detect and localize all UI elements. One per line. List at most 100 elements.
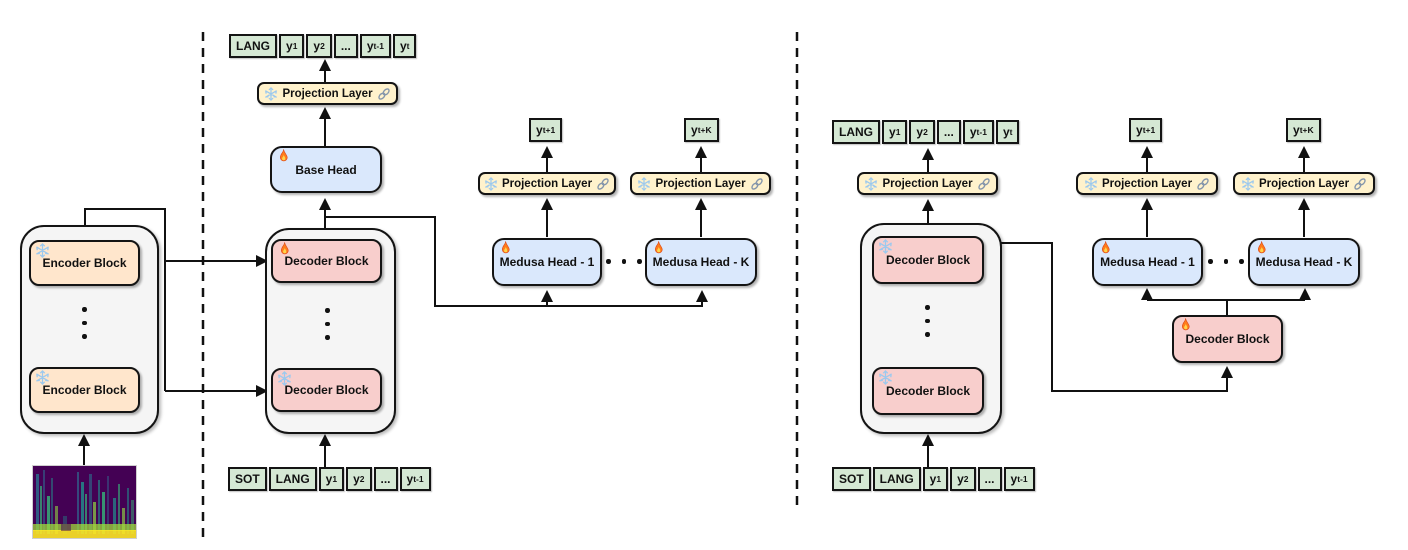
projection-layer-label: Projection Layer — [1258, 177, 1350, 190]
token-cell: ... — [936, 120, 961, 144]
decoder-block-label: Decoder Block — [885, 253, 971, 267]
fire-icon — [276, 149, 291, 164]
fire-icon — [1098, 241, 1113, 256]
snowflake-icon — [1084, 176, 1098, 191]
ellipsis-horizontal-medusa-right — [1208, 259, 1244, 264]
link-icon — [377, 87, 391, 101]
token-cell: LANG — [229, 34, 277, 58]
token-cell: LANG — [268, 467, 317, 491]
snowflake-icon — [637, 176, 651, 191]
decoder-block-right-bottom: Decoder Block — [872, 367, 984, 415]
link-icon — [1353, 177, 1367, 191]
medusa-head-1-right: Medusa Head - 1 — [1092, 238, 1203, 286]
decoder-block-label: Decoder Block — [284, 254, 369, 268]
decoder-block-label: Decoder Block — [885, 384, 971, 398]
decoder-block-extra-right: Decoder Block — [1172, 315, 1283, 363]
ellipsis-horizontal-medusa-mid — [606, 259, 642, 264]
ellipsis-vertical-decoder-right — [925, 305, 930, 337]
fire-icon — [277, 242, 292, 257]
projection-layer-label: Projection Layer — [882, 177, 973, 190]
projection-layer-label: Projection Layer — [501, 177, 593, 190]
base-head-label: Base Head — [295, 162, 357, 177]
encoder-block-top: Encoder Block — [29, 240, 140, 286]
ellipsis-vertical-encoder — [82, 307, 87, 339]
snowflake-icon — [35, 243, 50, 258]
decoder-block-mid-top: Decoder Block — [271, 239, 382, 283]
medusa-head-k-label: Medusa Head - K — [1255, 255, 1353, 269]
snowflake-icon — [878, 239, 893, 254]
decoder-block-mid-bottom: Decoder Block — [271, 368, 382, 412]
snowflake-icon — [264, 86, 278, 101]
encoder-block-bottom: Encoder Block — [29, 367, 140, 413]
decoder-block-right-top: Decoder Block — [872, 236, 984, 284]
token-cell: LANG — [872, 467, 921, 491]
link-icon — [750, 177, 764, 191]
projection-layer-mid-top: Projection Layer — [257, 82, 398, 105]
base-head: Base Head — [270, 146, 382, 193]
medusa-head-1-label: Medusa Head - 1 — [1100, 255, 1195, 269]
projection-layer-medusa-1-mid: Projection Layer — [478, 172, 616, 195]
projection-layer-medusa-k-mid: Projection Layer — [630, 172, 771, 195]
token-cell: ... — [977, 467, 1002, 491]
medusa-head-k-label: Medusa Head - K — [652, 255, 750, 269]
token-cell: SOT — [228, 467, 267, 491]
encoder-block-label: Encoder Block — [42, 256, 127, 270]
token-cell: SOT — [832, 467, 871, 491]
fire-icon — [498, 241, 513, 256]
snowflake-icon — [878, 370, 893, 385]
projection-layer-label: Projection Layer — [655, 177, 746, 190]
fire-icon — [651, 241, 666, 256]
decoder-block-label: Decoder Block — [1185, 332, 1270, 346]
link-icon — [596, 177, 610, 191]
projection-layer-right-top: Projection Layer — [857, 172, 998, 195]
projection-layer-medusa-k-right: Projection Layer — [1233, 172, 1375, 195]
medusa-head-k-right: Medusa Head - K — [1248, 238, 1360, 286]
snowflake-icon — [277, 371, 292, 386]
fire-icon — [1178, 318, 1193, 333]
fire-icon — [1254, 241, 1269, 256]
projection-layer-label: Projection Layer — [1101, 177, 1193, 190]
snowflake-icon — [864, 176, 878, 191]
token-cell: ... — [373, 467, 398, 491]
decoder-block-label: Decoder Block — [284, 383, 369, 397]
link-icon — [977, 177, 991, 191]
encoder-block-label: Encoder Block — [42, 383, 127, 397]
medusa-head-1-label: Medusa Head - 1 — [499, 255, 595, 269]
token-cell: LANG — [832, 120, 880, 144]
ellipsis-vertical-decoder-mid — [325, 308, 330, 340]
token-cell: ... — [333, 34, 358, 58]
projection-layer-medusa-1-right: Projection Layer — [1076, 172, 1218, 195]
spectrogram-image — [32, 465, 137, 539]
snowflake-icon — [35, 370, 50, 385]
medusa-head-1-mid: Medusa Head - 1 — [492, 238, 602, 286]
medusa-head-k-mid: Medusa Head - K — [645, 238, 757, 286]
snowflake-icon — [484, 176, 498, 191]
link-icon — [1196, 177, 1210, 191]
projection-layer-label: Projection Layer — [282, 87, 373, 100]
